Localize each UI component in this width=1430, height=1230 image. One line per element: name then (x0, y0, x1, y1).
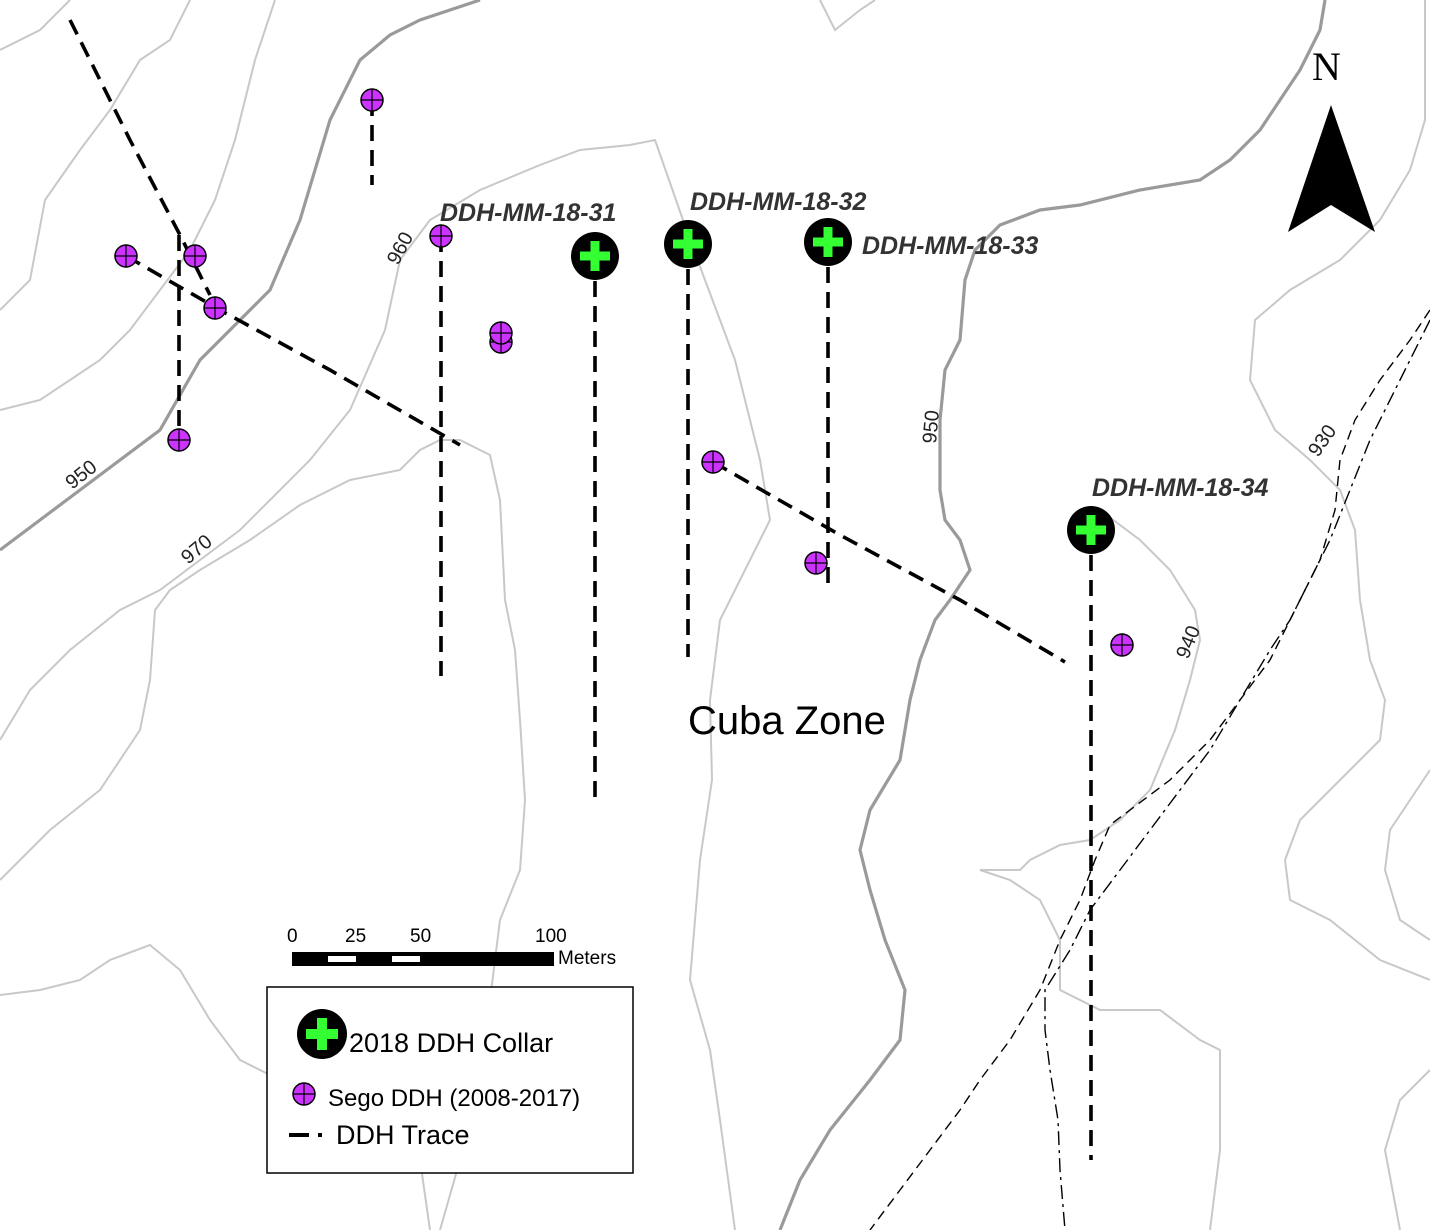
purple-collar-icon (804, 551, 828, 575)
hole-labels: DDH-MM-18-31 DDH-MM-18-32 DDH-MM-18-33 D… (440, 188, 1269, 502)
purple-collar-icon (292, 1082, 316, 1106)
scale-tick-label: 100 (535, 926, 567, 947)
ddh-trace (712, 460, 1066, 664)
legend-label-ddh-trace: DDH Trace (336, 1120, 470, 1150)
green-cross-collar-icon (1067, 506, 1115, 554)
ddh-trace (125, 254, 461, 447)
green-cross-collar-icon (571, 232, 619, 280)
contour-lines-index (0, 0, 1327, 1230)
sego-collars (114, 88, 1134, 657)
green-cross-collar-icon (804, 218, 852, 266)
hole-label-ddh-mm-18-31: DDH-MM-18-31 (440, 199, 616, 227)
scale-bar: 0 25 50 100 Meters (287, 926, 616, 969)
scale-tick-label: 50 (410, 926, 431, 947)
legend: 2018 DDH Collar Sego DDH (2008-2017) DDH… (266, 986, 634, 1174)
purple-collar-icon (203, 296, 227, 320)
purple-collar-icon (183, 244, 207, 268)
legend-label-2018-collar: 2018 DDH Collar (349, 1028, 553, 1058)
purple-collar-icon (114, 244, 138, 268)
contour-label: 950 (919, 409, 944, 444)
zone-label: Cuba Zone (688, 699, 886, 743)
scale-tick-label: 25 (345, 926, 366, 947)
purple-collar-icon (489, 321, 513, 345)
north-arrow-icon (1288, 105, 1375, 232)
purple-collar-icon (167, 428, 191, 452)
purple-collar-icon (1110, 633, 1134, 657)
north-label: N (1312, 44, 1341, 89)
green-cross-collar-icon (664, 220, 712, 268)
hole-label-ddh-mm-18-34: DDH-MM-18-34 (1092, 474, 1269, 502)
north-arrow: N (1288, 44, 1375, 232)
hole-label-ddh-mm-18-32: DDH-MM-18-32 (690, 188, 867, 216)
collars-2018 (571, 218, 1115, 554)
legend-label-sego-ddh: Sego DDH (2008-2017) (328, 1085, 580, 1112)
green-cross-collar-icon (297, 1009, 347, 1059)
scale-tick-label: 0 (287, 926, 298, 947)
scale-unit: Meters (558, 948, 616, 969)
road-lines (869, 309, 1430, 1230)
purple-collar-icon (429, 224, 453, 248)
hole-label-ddh-mm-18-33: DDH-MM-18-33 (862, 232, 1039, 260)
purple-collar-icon (360, 88, 384, 112)
purple-collar-icon (701, 450, 725, 474)
